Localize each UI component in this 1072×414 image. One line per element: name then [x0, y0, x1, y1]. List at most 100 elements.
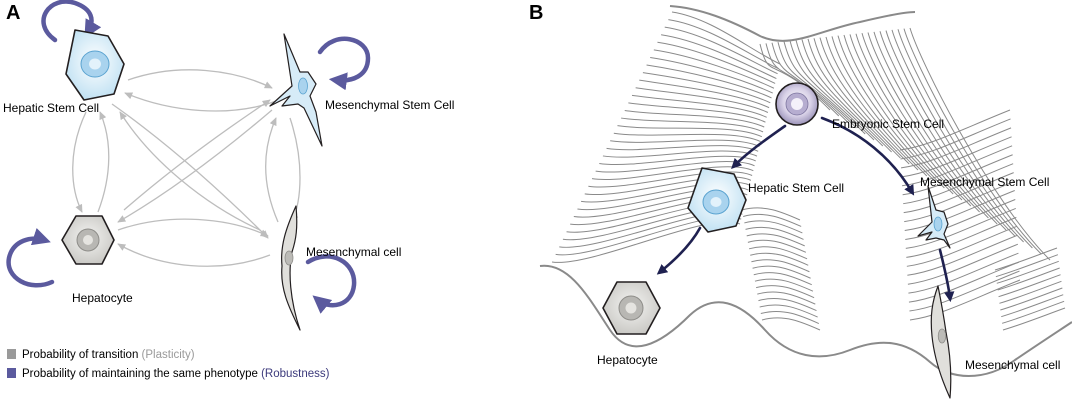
landscape-outline	[539, 5, 1072, 377]
landscape-contour	[760, 310, 820, 324]
legend-swatch-robustness	[7, 368, 16, 378]
landscape-contour	[635, 87, 769, 113]
landscape-contour	[650, 56, 773, 94]
landscape-contour	[661, 34, 777, 79]
landscape-contour	[671, 11, 781, 65]
landscape-contour	[801, 39, 892, 153]
hepatic-stem-cell-icon-b	[687, 167, 747, 233]
robustness-loop-hepatic-stem	[41, 0, 102, 43]
landscape-contour	[777, 41, 857, 129]
landscape-contour	[744, 220, 803, 234]
landscape-contour	[879, 31, 1007, 231]
transition-arrow	[111, 103, 269, 239]
landscape-contour	[668, 19, 779, 70]
arrow-hepatic-to-hepatocyte	[656, 226, 702, 275]
landscape-contour	[867, 32, 989, 219]
landscape-contour	[765, 43, 840, 117]
landscape-contour	[855, 33, 972, 207]
label-mesenchymal-cell-b: Mesenchymal cell	[965, 358, 1060, 372]
landscape-contour	[664, 26, 778, 75]
landscape-contour	[639, 79, 770, 109]
landscape-contour	[861, 32, 980, 213]
landscape-contour	[610, 139, 760, 147]
landscape-contour	[903, 172, 1014, 214]
panel-a-letter: A	[6, 2, 20, 24]
landscape-contour	[761, 317, 821, 331]
landscape-contour	[904, 181, 1015, 223]
legend-item-maintain: Probability of maintaining the same phen…	[22, 368, 330, 380]
landscape-contour	[646, 64, 772, 99]
mesenchymal-stem-cell-icon	[269, 33, 323, 147]
legend-item-transition: Probability of transition (Plasticity)	[22, 349, 195, 361]
landscape-contour	[873, 31, 998, 225]
landscape-contour	[1000, 287, 1063, 311]
legend-maintain-text: Probability of maintaining the same phen…	[22, 368, 261, 380]
landscape-contour	[908, 261, 1020, 303]
landscape-contour	[900, 127, 1012, 169]
landscape-contour	[891, 29, 1024, 243]
legend-maintain-highlight: (Robustness)	[261, 368, 330, 380]
landscape-contour	[755, 285, 815, 299]
landscape-contour	[903, 163, 1014, 205]
landscape-contour	[825, 36, 928, 177]
landscape-contour	[741, 207, 801, 221]
label-mesenchymal-stem-cell: Mesenchymal Stem Cell	[325, 98, 454, 112]
landscape-contour	[907, 234, 1018, 276]
transition-arrow	[97, 111, 110, 213]
landscape-contour	[905, 199, 1016, 240]
label-embryonic-stem-cell: Embryonic Stem Cell	[832, 117, 944, 131]
plasticity-arrows	[72, 69, 301, 267]
landscape-contour	[897, 29, 1033, 249]
landscape-contour	[906, 216, 1017, 258]
arrow-mesenchymal-stem-to-mesenchymal	[938, 248, 955, 303]
panel-a: A Hepatic Stem	[3, 0, 454, 380]
landscape-contour	[904, 190, 1015, 232]
landscape-contour	[758, 297, 817, 312]
landscape-bottom-valley	[539, 264, 1072, 377]
transition-arrow	[265, 117, 279, 223]
transition-arrow	[124, 92, 277, 112]
robustness-loop-hepatocyte	[6, 228, 55, 288]
epigenetic-landscape	[551, 11, 1066, 331]
landscape-contour	[624, 109, 765, 128]
transition-arrow	[123, 99, 271, 211]
landscape-contour	[843, 34, 954, 195]
landscape-contour	[747, 239, 807, 253]
hepatic-stem-cell-icon	[65, 29, 125, 101]
landscape-contour	[746, 233, 805, 247]
transition-arrow	[72, 111, 87, 213]
landscape-contour	[757, 291, 816, 305]
transition-arrow	[289, 117, 301, 223]
label-hepatic-stem-cell-b: Hepatic Stem Cell	[748, 181, 844, 195]
landscape-contour	[613, 132, 761, 143]
landscape-contour	[759, 304, 818, 318]
landscape-contour	[783, 41, 866, 135]
landscape-contour	[899, 109, 1011, 151]
landscape-contour	[903, 28, 1042, 255]
robustness-loops	[6, 0, 371, 314]
landscape-contour	[831, 36, 936, 183]
landscape-contour	[807, 38, 901, 159]
landscape-contour	[753, 272, 812, 286]
label-hepatic-stem-cell: Hepatic Stem Cell	[3, 101, 99, 115]
landscape-contour	[999, 280, 1062, 304]
transition-arrow	[127, 69, 273, 89]
landscape-top-ridge	[669, 5, 916, 42]
landscape-contour	[901, 136, 1012, 178]
panel-b-letter: B	[529, 2, 543, 24]
landscape-contour	[602, 150, 758, 158]
landscape-contour	[819, 37, 919, 171]
landscape-contour	[642, 72, 771, 104]
landscape-contour	[617, 125, 763, 138]
landscape-contour	[905, 207, 1016, 249]
landscape-contour	[996, 260, 1059, 284]
landscape-contour	[750, 252, 809, 266]
landscape-contour	[748, 246, 808, 260]
landscape-contour	[813, 38, 910, 165]
robustness-loop-mesenchymal-cell	[305, 254, 357, 314]
landscape-contour	[754, 278, 814, 292]
landscape-contour	[906, 225, 1018, 267]
landscape-contour	[908, 252, 1019, 294]
landscape-contour	[745, 226, 804, 240]
